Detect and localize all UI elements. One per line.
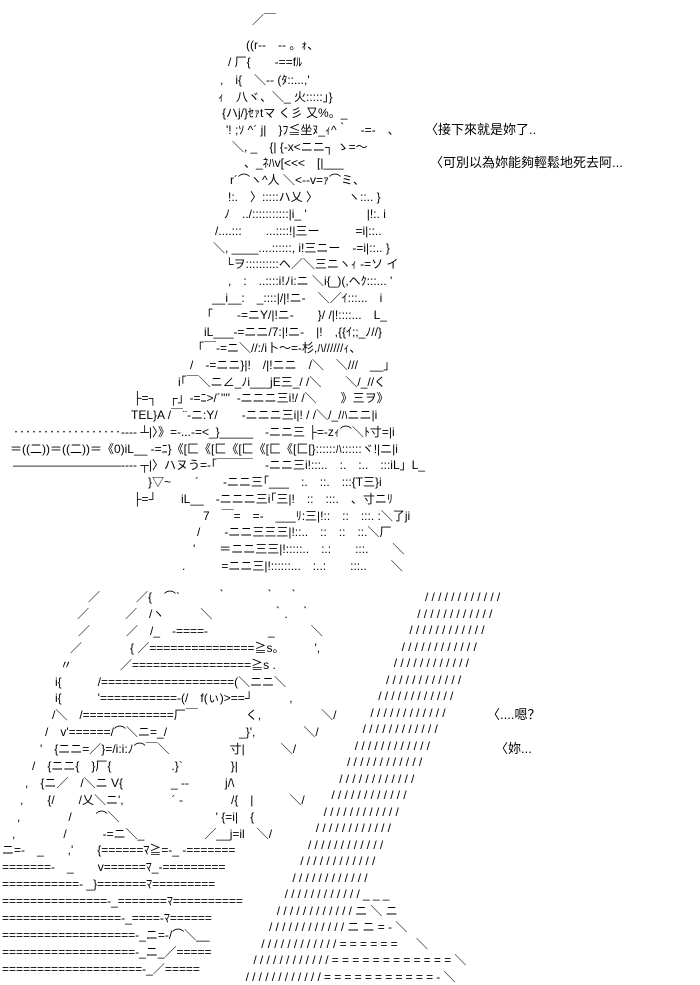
hatch-line: //////////// [393, 656, 473, 670]
art-line: ―――――――――‐‐‐‐ ┬|〉ハヌう=‐｢￣￣￣ ‐ニニ三i!:::.. :… [13, 458, 425, 472]
art-line: / v'======/⌒＼ニ=_/ _}', ＼/ [45, 725, 319, 739]
dialogue-line: 〈接下來就是妳了.. [425, 122, 537, 137]
art-line: i{ '===========‐(/ f(ぃ)>==┘ , [55, 691, 293, 705]
hatch-line: //////////// [339, 771, 418, 786]
art-line: ＼, ____....::::::, i!三ニー ‐=i|::.. } [213, 241, 390, 255]
art-line: ﾉ ../:::::::::::|i_ ' |!:. i [224, 207, 386, 221]
art-line: ====================‐_／===== [2, 962, 200, 976]
art-line: i{ /===================(＼ニニ＼ [55, 675, 287, 689]
art-line: ＼, _ {| {‐x<ニニ┐ ゝ=～ [232, 140, 368, 154]
art-line: !:. 〉:::::ハ乂 〉 ヽ::.. } [228, 190, 381, 204]
art-line: . =ニニ三|!::::::... :..: :::.. ＼ [182, 559, 403, 573]
art-line: , : ..::::i!ﾉi:ニ ＼i{_)(,ヘｸ:::... ' [228, 274, 393, 288]
art-line: ' {ニニ=／}=/i:i:ﾉ⌒￣＼ 寸| ＼/ [40, 742, 297, 756]
dialogue-line: 〈妳... [495, 741, 532, 756]
art-line: ／ ／{ ⌒` ｀ ｀ ｀ [88, 590, 301, 604]
art-line: ＝((二))＝((二))＝《0)iL__ ‐=ﾆ}《[匚《[匚《[匚《[匚《[匚… [10, 442, 398, 456]
art-line: ｨ 八ヾ、＼_ 火:::::」} [218, 90, 333, 104]
dialogue-line: 〈可別以為妳能夠輕鬆地死去阿... [430, 155, 623, 170]
art-line: =======‐ _ v======ﾏ_‐========= [2, 860, 226, 874]
art-line: /＼ /=============厂￣ く, ＼/ [52, 708, 337, 722]
art-line: / ‐=ニニ}|! /|!ニニ /＼ ＼/// __」 [190, 358, 396, 372]
dialogue-line: 〈....嗯？ [487, 707, 541, 722]
art-line: ／ { ／===============≧s。 ', [70, 641, 321, 655]
art-line: ／ ／ /ヽ ＼ ｀. ｀ [77, 607, 312, 621]
art-line: ├=┐ ┌」‐=ﾆ>/´'''' ‐ニニニ三i!/ /＼ 》三ヲ》 [133, 391, 389, 405]
art-line: ((r‐‐ ‐‐ 。ｫ、 [246, 38, 320, 52]
art-line: / {ニニ{ }厂{ .}` }| [32, 759, 238, 773]
art-line: / ‐ニニ三三三|!::.. :: :: ::.＼厂 [197, 525, 392, 539]
art-line: i｢￣＼ニ∠_ﾉi___jE三_/ /＼ ＼/_//く [178, 375, 387, 389]
hatch-line: ////////////============＼ [253, 953, 470, 967]
art-line: =================‐_====‐ﾏ====== [2, 911, 212, 925]
hatch-line: //////////// [417, 606, 496, 621]
art-line: /....::: ...::::!|三ー =i|::.. [215, 224, 382, 238]
art-line: TEL}A /￣¨‐ニ:Y/ ‐ニニニ三i|! / /＼/_/ﾊニニ|i [131, 408, 378, 422]
hatch-line: //////////// [292, 870, 371, 885]
art-line: ニ=‐ _ ,' {======ﾏ≧=‐_ ‐======= [2, 843, 236, 857]
art-line: ===========‐ _}=======ﾏ========= [2, 877, 216, 891]
art-line: ｢￣‐=ニ＼//:/i卜～=‐杉,ﾊ//////ｨ、 [198, 341, 362, 355]
art-line: ===================‐_ニ_／===== [2, 945, 212, 959]
hatch-line: //////////// [378, 689, 457, 703]
art-line: __i__: _::::|/|!ニ‐ ＼／ｲ:::... i [212, 291, 383, 305]
art-line: ／ ／ /_ ‐====‐ _ ＼ [78, 624, 323, 638]
art-line: ' ＝ニニ三三|!:::::.. :.: :::. ＼ [193, 542, 405, 556]
art-line: , {/ /乂＼ニ', ´ ‐ /{ | ＼/ [20, 793, 305, 807]
art-line: ‥‥‥‥‥‥‥‥‥‐‐‐‐ ┴|〉》=‐...‐=<_}_____ ‐ニニ三 ├… [13, 425, 395, 439]
art-line: 7 ￣= =‐ ___ﾘ:三|!:: :: :::. :＼了ji [203, 509, 411, 523]
hatch-line: //////////// [347, 755, 426, 769]
art-line: r´⌒ヽ^人 ＼<‐‐v=ｧ⌒ミ、 [230, 173, 365, 187]
art-line: ｢ ‐=ニY/|!ニ‐ }/ /|!::::... L_ [207, 308, 387, 322]
art-line: , i{ ＼‐‐ (ﾀ::...,' [220, 73, 310, 87]
hatch-line: //////////// [425, 590, 504, 604]
art-line: ===============‐_=======ﾏ========== [2, 894, 243, 908]
art-line: {ハj/}ｾｧtマ く彡 又%。_ [222, 106, 348, 120]
art-line: ／￣ [252, 13, 277, 27]
hatch-line: //////////// [323, 804, 403, 819]
art-line: 、_ﾈﾊv[<<< [|___ [244, 156, 344, 170]
art-line: , / ‐=ニ＼_ ／__j=il ＼/ [12, 827, 273, 841]
art-line: ├=┘ iL__ ‐ニニニ三i｢三|! :: :::. 、寸ニﾘ [133, 492, 393, 506]
hatch-line: //////////// [354, 738, 434, 753]
hatch-line: //////////// [370, 705, 449, 720]
art-line: '! ;ｿ ^´ j| }ﾌ≦坐ﾇ_ｨ^｀ ‐=‐ 、 [226, 123, 400, 137]
art-line: }▽~ ´ ‐ニニ三｢___ :. ::. :::{T三}i [148, 475, 382, 489]
art-line: , {ニ／ /＼ニ V{ _ ‐‐ j/\ [25, 776, 235, 790]
hatch-line: //////////// [401, 639, 481, 654]
art-line: └ヲ::::::::::ヘ／＼三ニヽｨ ‐=ソ イ [225, 257, 399, 271]
hatch-line: ////////////ニニ=‐＼ [269, 920, 411, 934]
hatch-line: ////////////___ [284, 887, 393, 901]
hatch-line: ////////////====== ＼ [261, 936, 432, 951]
hatch-line: //////////// [409, 623, 488, 637]
hatch-line: //////////// [362, 722, 442, 736]
hatch-line: ////////////ニ＼ニ [276, 903, 401, 918]
art-line: ===================‐_ニ=‐/⌒＼__ [2, 928, 210, 942]
hatch-line: //////////// [315, 821, 395, 835]
art-line: 〃 ／=================≧s . [60, 658, 276, 672]
art-line: / 厂{ ‐==fﾙ [228, 55, 303, 69]
hatch-line: //////////// [300, 854, 379, 868]
hatch-line: //////////// [386, 672, 465, 687]
art-line: , / ⌒＼ ' {=i| { [17, 810, 255, 824]
hatch-line: //////////// [331, 788, 410, 802]
art-line: iL___‐=ニニ/7:|!ニ‐ |! ,{{ｲ;;_ﾉ//} [204, 325, 382, 339]
hatch-line: //////////// [308, 837, 387, 852]
